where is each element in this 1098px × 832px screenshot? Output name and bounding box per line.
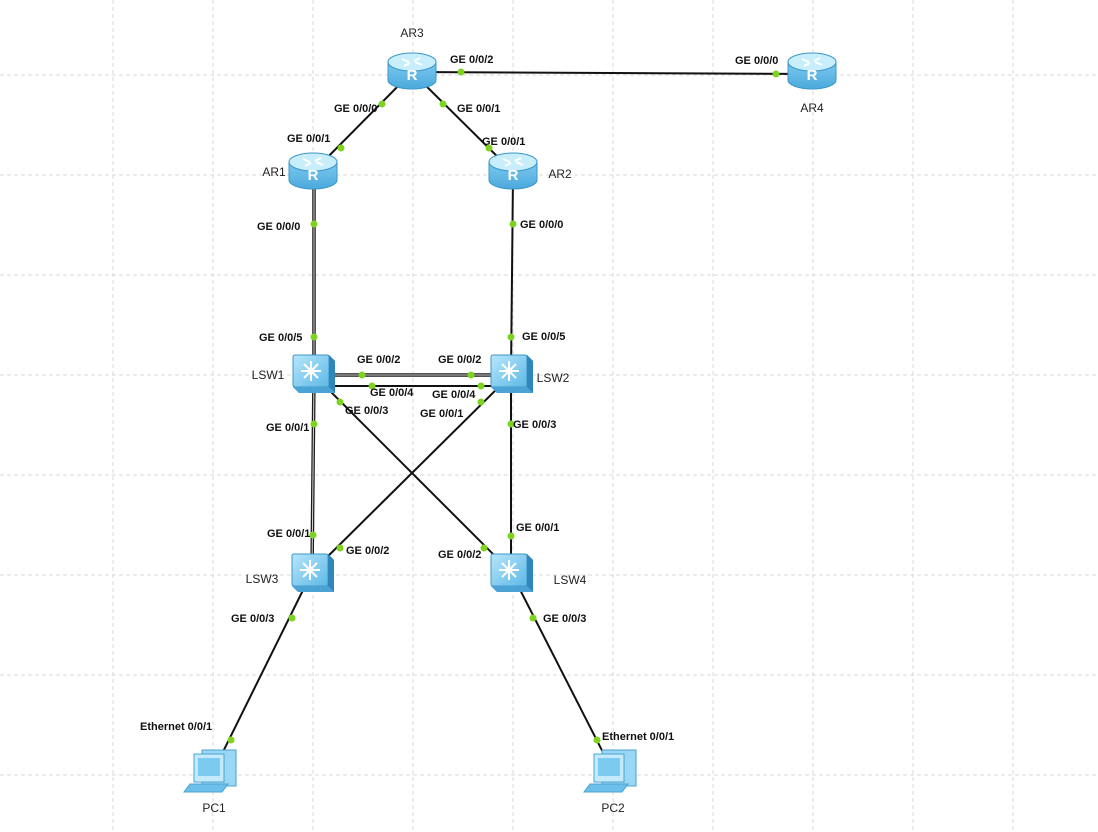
switch-icon bbox=[291, 553, 335, 593]
port-dot[interactable] bbox=[593, 736, 601, 744]
port-dot[interactable] bbox=[529, 614, 537, 622]
port-dot[interactable] bbox=[509, 220, 517, 228]
link-lsw2-lsw3[interactable] bbox=[311, 374, 512, 573]
link-lsw3-pc1[interactable] bbox=[212, 571, 313, 773]
port-label: GE 0/0/0 bbox=[520, 219, 563, 231]
port-dot[interactable] bbox=[336, 398, 344, 406]
port-dot[interactable] bbox=[227, 736, 235, 744]
device-label-lsw1: LSW1 bbox=[252, 368, 285, 382]
port-label: GE 0/0/1 bbox=[287, 133, 330, 145]
port-label: GE 0/0/5 bbox=[522, 331, 565, 343]
port-dot[interactable] bbox=[507, 420, 515, 428]
port-dot[interactable] bbox=[467, 371, 475, 379]
port-label: GE 0/0/4 bbox=[370, 387, 414, 399]
port-label: GE 0/0/1 bbox=[420, 408, 463, 420]
port-label: GE 0/0/3 bbox=[231, 613, 274, 625]
switch-lsw4[interactable] bbox=[490, 553, 534, 593]
port-label: GE 0/0/2 bbox=[346, 545, 389, 557]
switch-icon bbox=[292, 354, 336, 394]
port-label: GE 0/0/2 bbox=[357, 354, 400, 366]
port-dot[interactable] bbox=[457, 68, 465, 76]
port-dots bbox=[227, 68, 780, 744]
switch-icon bbox=[490, 354, 534, 394]
port-label: GE 0/0/1 bbox=[267, 528, 310, 540]
port-dot[interactable] bbox=[309, 531, 317, 539]
port-label: Ethernet 0/0/1 bbox=[602, 731, 674, 743]
link-ar3-ar4[interactable] bbox=[411, 71, 813, 75]
router-icon bbox=[488, 152, 538, 190]
device-label-ar4: AR4 bbox=[800, 101, 824, 115]
port-dot[interactable] bbox=[337, 144, 345, 152]
port-label: GE 0/0/1 bbox=[266, 422, 309, 434]
port-dot[interactable] bbox=[336, 544, 344, 552]
pc-icon bbox=[183, 749, 237, 793]
switch-lsw1[interactable] bbox=[292, 354, 336, 394]
port-label: GE 0/0/3 bbox=[513, 419, 556, 431]
router-icon bbox=[288, 152, 338, 190]
device-label-lsw2: LSW2 bbox=[537, 371, 570, 385]
link-lsw1-lsw3[interactable] bbox=[310, 374, 316, 573]
device-label-lsw3: LSW3 bbox=[246, 572, 279, 586]
switch-lsw2[interactable] bbox=[490, 354, 534, 394]
device-label-ar3: AR3 bbox=[400, 26, 424, 40]
port-dot[interactable] bbox=[507, 532, 515, 540]
switch-lsw3[interactable] bbox=[291, 553, 335, 593]
port-dot[interactable] bbox=[310, 220, 318, 228]
pc-pc2[interactable] bbox=[583, 749, 637, 793]
port-dot[interactable] bbox=[477, 398, 485, 406]
router-ar1[interactable] bbox=[288, 152, 338, 190]
port-label: GE 0/0/5 bbox=[259, 332, 302, 344]
port-label: GE 0/0/2 bbox=[438, 549, 481, 561]
device-labels: AR3 AR4 AR1 AR2 LSW1 LSW2 LSW3 LSW4 PC1 … bbox=[202, 26, 824, 815]
port-dot[interactable] bbox=[485, 144, 493, 152]
device-label-ar1: AR1 bbox=[262, 165, 286, 179]
router-icon bbox=[387, 52, 437, 90]
port-label: GE 0/0/2 bbox=[438, 354, 481, 366]
port-label: GE 0/0/1 bbox=[457, 103, 500, 115]
port-dot[interactable] bbox=[288, 614, 296, 622]
port-dot[interactable] bbox=[368, 382, 376, 390]
port-label: GE 0/0/0 bbox=[334, 103, 377, 115]
router-ar2[interactable] bbox=[488, 152, 538, 190]
pc-pc1[interactable] bbox=[183, 749, 237, 793]
router-icon bbox=[787, 52, 837, 90]
port-dot[interactable] bbox=[310, 333, 318, 341]
port-label: GE 0/0/1 bbox=[516, 522, 559, 534]
port-label: Ethernet 0/0/1 bbox=[140, 721, 212, 733]
router-ar3[interactable] bbox=[387, 52, 437, 90]
port-label: GE 0/0/3 bbox=[543, 613, 586, 625]
port-dot[interactable] bbox=[358, 371, 366, 379]
device-label-ar2: AR2 bbox=[548, 167, 572, 181]
port-dot[interactable] bbox=[439, 100, 447, 108]
device-label-pc1: PC1 bbox=[202, 801, 226, 815]
switch-icon bbox=[490, 553, 534, 593]
port-label: GE 0/0/0 bbox=[257, 221, 300, 233]
port-dot[interactable] bbox=[477, 382, 485, 390]
pc-icon bbox=[583, 749, 637, 793]
device-label-lsw4: LSW4 bbox=[554, 573, 587, 587]
port-label: GE 0/0/3 bbox=[345, 405, 388, 417]
port-label: GE 0/0/4 bbox=[432, 389, 476, 401]
port-label: GE 0/0/0 bbox=[735, 55, 778, 67]
port-labels: GE 0/0/2 GE 0/0/0 GE 0/0/0 GE 0/0/1 GE 0… bbox=[140, 54, 778, 743]
port-dot[interactable] bbox=[772, 70, 780, 78]
port-dot[interactable] bbox=[507, 333, 515, 341]
router-ar4[interactable] bbox=[787, 52, 837, 90]
port-dot[interactable] bbox=[378, 100, 386, 108]
port-dot[interactable] bbox=[480, 544, 488, 552]
device-label-pc2: PC2 bbox=[601, 801, 625, 815]
port-dot[interactable] bbox=[310, 420, 318, 428]
port-label: GE 0/0/1 bbox=[482, 136, 525, 148]
port-label: GE 0/0/2 bbox=[450, 54, 493, 66]
